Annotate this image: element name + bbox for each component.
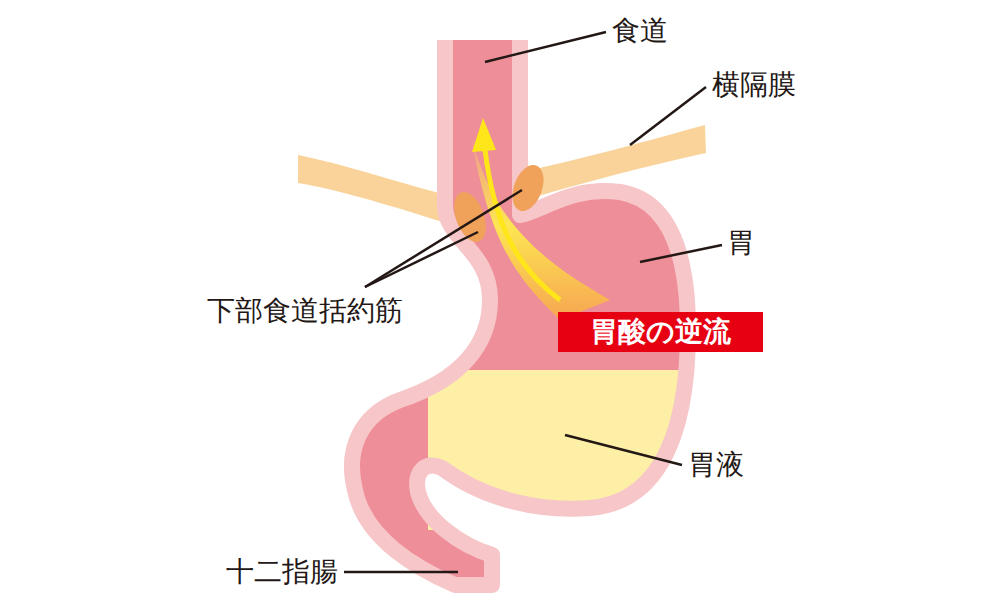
leader-line bbox=[565, 435, 682, 465]
leader-line bbox=[630, 87, 706, 145]
part-label: 食道 bbox=[612, 16, 668, 47]
part-label: 横隔膜 bbox=[712, 70, 796, 101]
part-label: 胃 bbox=[727, 228, 755, 259]
sphincter bbox=[507, 161, 550, 216]
box-text: 胃酸の逆流 bbox=[590, 317, 731, 348]
reflux-arrow bbox=[485, 150, 560, 300]
leader-line bbox=[344, 571, 458, 574]
leader-line bbox=[485, 32, 606, 62]
highlight-box: 胃酸の逆流 bbox=[558, 312, 763, 352]
reflux-arrowhead bbox=[472, 118, 496, 152]
part-label: 下部食道括約筋 bbox=[207, 296, 403, 327]
leader-line bbox=[365, 232, 478, 287]
leader-line bbox=[365, 190, 522, 287]
sphincter bbox=[448, 188, 492, 246]
part-label: 胃液 bbox=[688, 450, 744, 481]
leader-line bbox=[640, 245, 722, 262]
part-label: 十二指腸 bbox=[226, 557, 338, 588]
